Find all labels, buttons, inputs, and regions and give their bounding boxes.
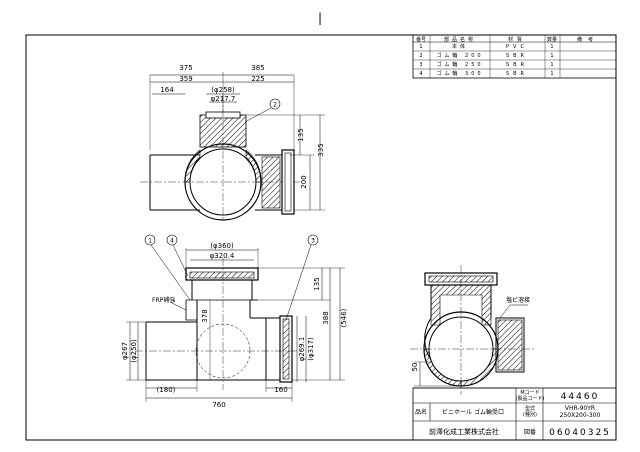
table-cell: ゴム輪 250 [436, 61, 483, 68]
table-cell: ゴム輪 200 [436, 52, 483, 59]
table-cell: 4 [419, 71, 422, 77]
table-header-material: 材質 [508, 36, 526, 43]
dim-335: 335 [317, 143, 325, 156]
table-header-note: 備考 [577, 36, 599, 43]
table-cell: SBR [506, 53, 528, 59]
top-view [140, 72, 325, 221]
dim-50: 50 [411, 363, 419, 372]
dim-phi317: (φ317) [307, 337, 315, 361]
label-frp: FRP補強 [152, 296, 175, 304]
dim-phi360: (φ360) [210, 242, 234, 250]
table-cell: PVC [506, 44, 528, 50]
table-cell: SBR [506, 71, 528, 77]
table-cell: SBR [506, 62, 528, 68]
dim-180: (180) [157, 386, 176, 394]
table-cell: 1 [550, 53, 553, 59]
dim-135-top: 135 [297, 128, 305, 141]
dim-760: 760 [212, 401, 225, 409]
company-name: 前澤化成工業株式会社 [429, 427, 499, 436]
dim-359: 359 [179, 75, 192, 83]
front-view [126, 234, 345, 402]
callout-1: 1 [148, 238, 152, 245]
dim-phi217: φ217.7 [211, 95, 236, 103]
table-cell: 2 [419, 53, 422, 59]
callout-2: 2 [273, 102, 277, 109]
name-label: 品名 [415, 408, 427, 416]
dim-375: 375 [179, 64, 192, 72]
sheet-border [25, 34, 617, 441]
dim-160: 160 [274, 386, 287, 394]
callout-3: 3 [311, 238, 315, 245]
dim-phi250: (φ250) [130, 339, 138, 363]
dim-225: 225 [251, 75, 264, 83]
title-block [412, 387, 617, 441]
dim-200: 200 [300, 175, 308, 188]
model-label: 型式(種別) [523, 405, 537, 418]
table-cell: 本体 [452, 43, 468, 50]
table-cell: 1 [419, 44, 422, 50]
dim-phi267: φ267 [121, 342, 129, 360]
table-header-no: 番号 [416, 36, 426, 43]
table-cell: ゴム輪 300 [436, 70, 483, 77]
m-code-value: 44460 [561, 392, 600, 402]
dim-546: (546) [340, 308, 348, 327]
dim-phi320: φ320.4 [210, 252, 235, 260]
dim-phi269: φ269.1 [298, 337, 306, 362]
dim-phi258: (φ258) [211, 86, 235, 94]
table-cell: 1 [550, 62, 553, 68]
dim-135-front: 135 [313, 277, 321, 290]
dim-388: 388 [322, 311, 330, 324]
table-cell: 1 [550, 44, 553, 50]
callout-4: 4 [170, 238, 174, 245]
dim-378: 378 [201, 309, 209, 322]
drawing-no-label: 図番 [524, 429, 536, 436]
table-cell: 3 [419, 62, 422, 68]
header-mark: | [318, 11, 322, 25]
table-header-qty: 数量 [547, 36, 557, 43]
dim-164: 164 [160, 86, 174, 94]
side-view [410, 265, 535, 395]
dim-385: 385 [251, 64, 264, 72]
m-code-label: Mコード(製品コード) [516, 390, 545, 402]
table-cell: 1 [550, 71, 553, 77]
label-fusion: 塩ビ溶接 [506, 296, 530, 304]
drawing-no-value: 06040325 [549, 428, 611, 438]
table-header-name: 部品名称 [444, 36, 476, 43]
name-value: ビニホール ゴム輪受口 [442, 408, 504, 416]
